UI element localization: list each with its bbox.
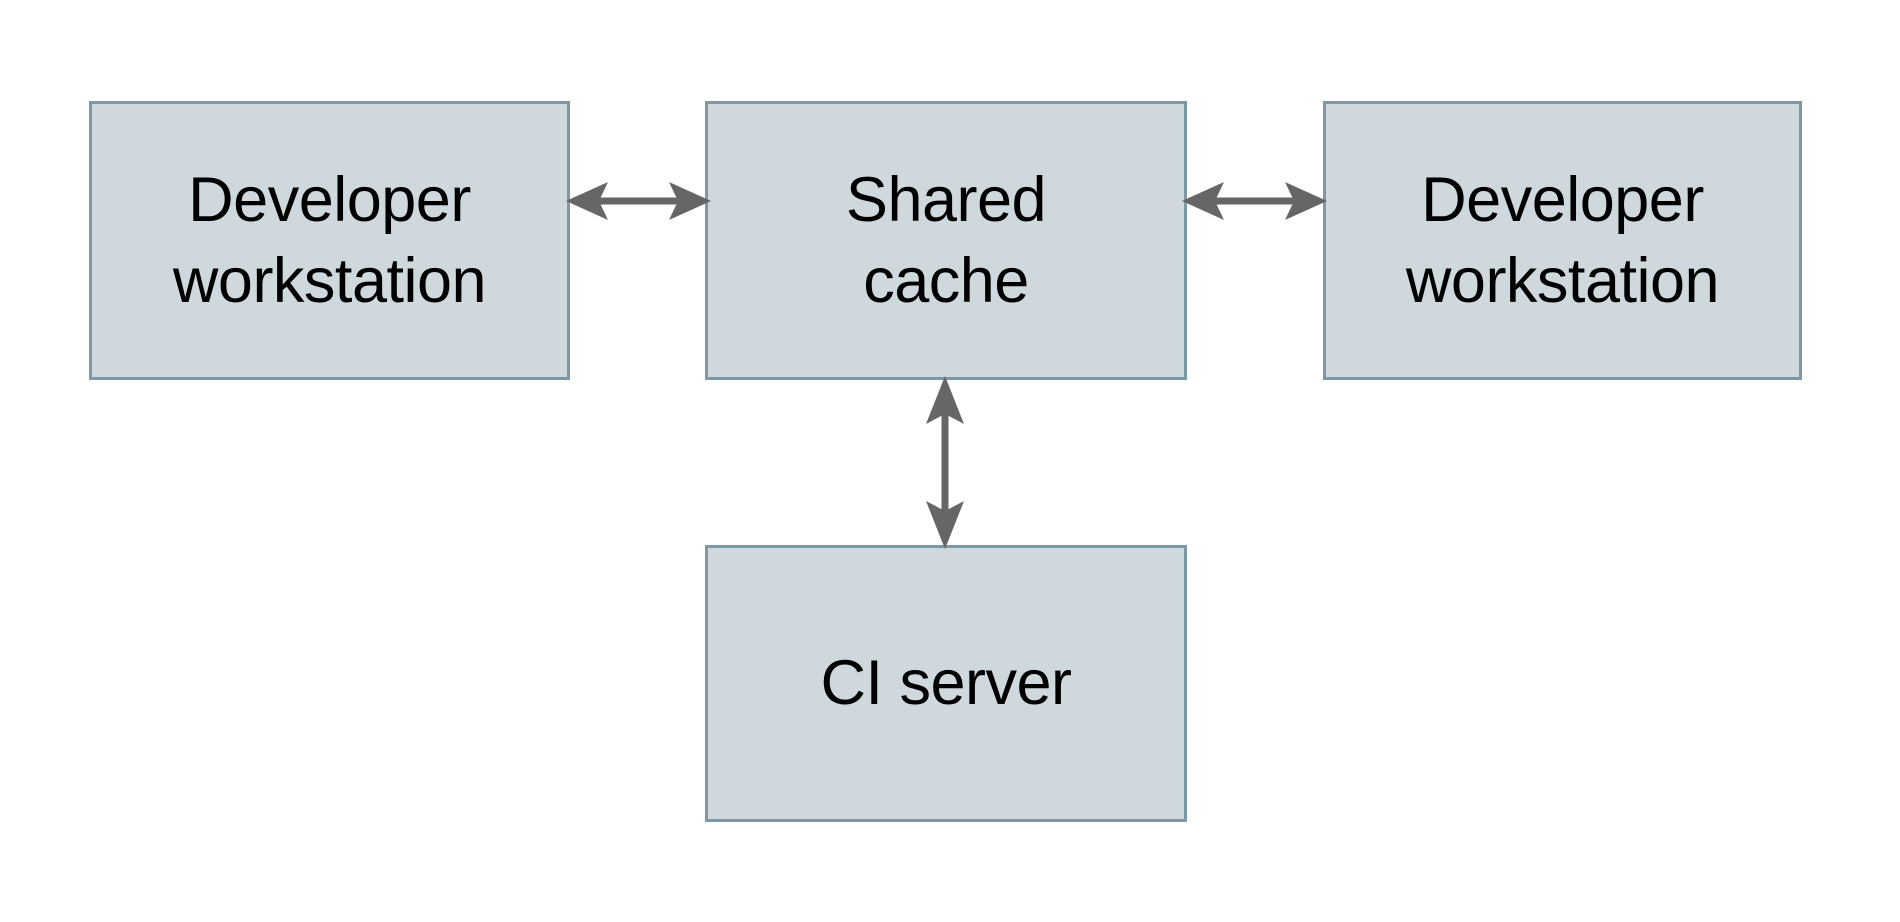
arrowhead-right — [669, 182, 711, 220]
node-ci-server[interactable]: CI server — [705, 545, 1187, 822]
node-label-developer-workstation-left: Developer workstation — [172, 164, 487, 316]
node-label-shared-cache: Shared cache — [845, 164, 1047, 316]
arrowhead-down — [926, 501, 964, 549]
arrowhead-right — [1285, 182, 1327, 220]
node-developer-workstation-left[interactable]: Developer workstation — [89, 101, 570, 380]
connector-dev-left-to-shared-cache[interactable] — [566, 170, 711, 232]
connector-shared-cache-to-dev-right[interactable] — [1182, 170, 1327, 232]
node-label-developer-workstation-right: Developer workstation — [1405, 164, 1720, 316]
arrowhead-up — [926, 376, 964, 424]
node-shared-cache[interactable]: Shared cache — [705, 101, 1187, 380]
arrowhead-left — [1182, 182, 1224, 220]
connector-shared-cache-to-ci-server[interactable] — [914, 376, 976, 549]
arrowhead-left — [566, 182, 608, 220]
node-developer-workstation-right[interactable]: Developer workstation — [1323, 101, 1802, 380]
node-label-ci-server: CI server — [820, 648, 1072, 719]
